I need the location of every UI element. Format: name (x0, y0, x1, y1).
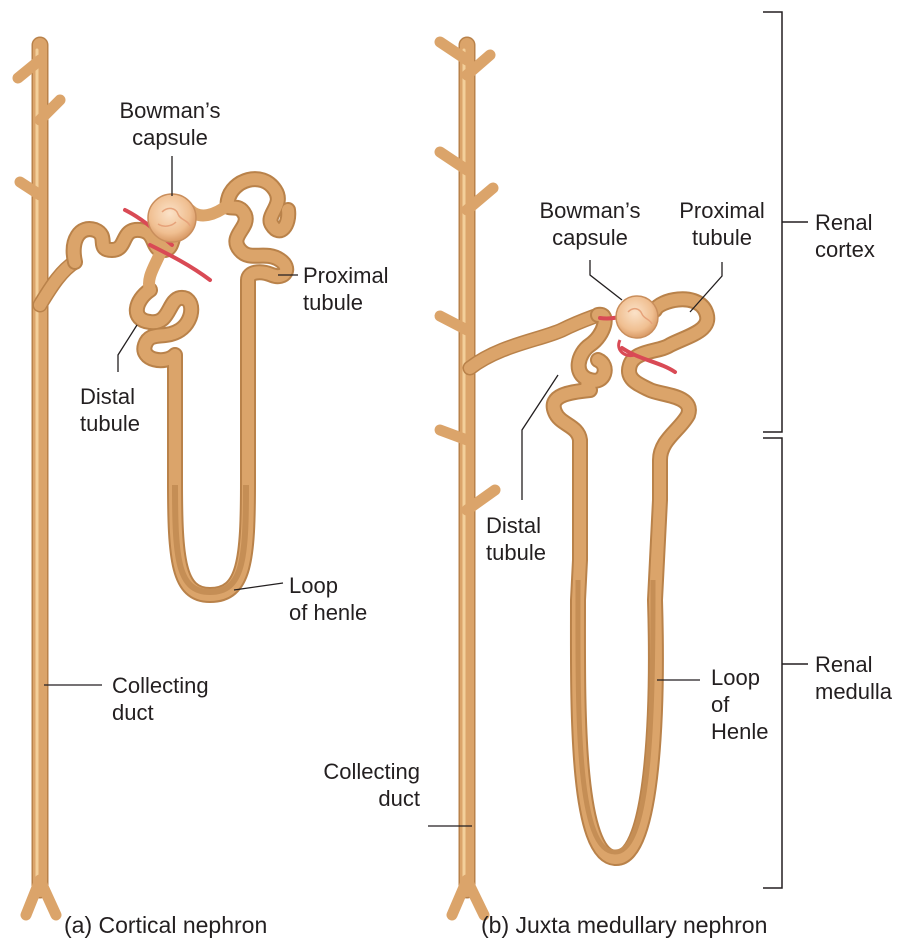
region-brackets (763, 12, 808, 888)
a-collecting-line1: Collecting (112, 672, 209, 699)
b-loop-line1: Loop (711, 664, 768, 691)
a-loop-line1: Loop (289, 572, 367, 599)
a-distal-tubule-label: Distal tubule (80, 383, 140, 437)
b-loop-line3: Henle (711, 718, 768, 745)
juxta-medullary-nephron (428, 12, 808, 915)
b-distal-line1: Distal (486, 512, 546, 539)
renal-cortex-label: Renal cortex (815, 209, 875, 263)
caption-cortical-nephron: (a) Cortical nephron (64, 912, 267, 939)
a-loop-of-henle-label: Loop of henle (289, 572, 367, 626)
b-bowmans-line1: Bowman’s (520, 197, 660, 224)
a-collecting-line2: duct (112, 699, 209, 726)
a-bowmans-capsule-label: Bowman’s capsule (100, 97, 240, 151)
a-proximal-tubule-label: Proximal tubule (303, 262, 389, 316)
a-bowmans-line2: capsule (100, 124, 240, 151)
b-distal-tubule-label: Distal tubule (486, 512, 546, 566)
b-loop-line2: of (711, 691, 768, 718)
b-collecting-duct-label: Collecting duct (300, 758, 420, 812)
a-distal-line1: Distal (80, 383, 140, 410)
renal-cortex-line2: cortex (815, 236, 875, 263)
b-proximal-tubule-label: Proximal tubule (662, 197, 782, 251)
a-loop-line2: of henle (289, 599, 367, 626)
renal-medulla-line1: Renal (815, 651, 892, 678)
b-distal-line2: tubule (486, 539, 546, 566)
renal-cortex-line1: Renal (815, 209, 875, 236)
a-collecting-duct-label: Collecting duct (112, 672, 209, 726)
a-bowmans-capsule-shape (148, 194, 196, 242)
b-tubule-shape (554, 299, 708, 858)
a-bowmans-line1: Bowman’s (100, 97, 240, 124)
a-proximal-line2: tubule (303, 289, 389, 316)
b-bowmans-capsule-shape (616, 296, 658, 338)
b-collecting-line2: duct (300, 785, 420, 812)
b-loop-of-henle-label: Loop of Henle (711, 664, 768, 745)
renal-medulla-line2: medulla (815, 678, 892, 705)
a-proximal-line1: Proximal (303, 262, 389, 289)
a-distal-line2: tubule (80, 410, 140, 437)
renal-medulla-label: Renal medulla (815, 651, 892, 705)
b-proximal-line2: tubule (662, 224, 782, 251)
b-bowmans-capsule-label: Bowman’s capsule (520, 197, 660, 251)
b-bowmans-line2: capsule (520, 224, 660, 251)
b-proximal-line1: Proximal (662, 197, 782, 224)
cortical-nephron (18, 45, 298, 915)
caption-juxta-medullary-nephron: (b) Juxta medullary nephron (481, 912, 767, 939)
a-collecting-duct-shape (18, 45, 75, 915)
b-collecting-line1: Collecting (300, 758, 420, 785)
